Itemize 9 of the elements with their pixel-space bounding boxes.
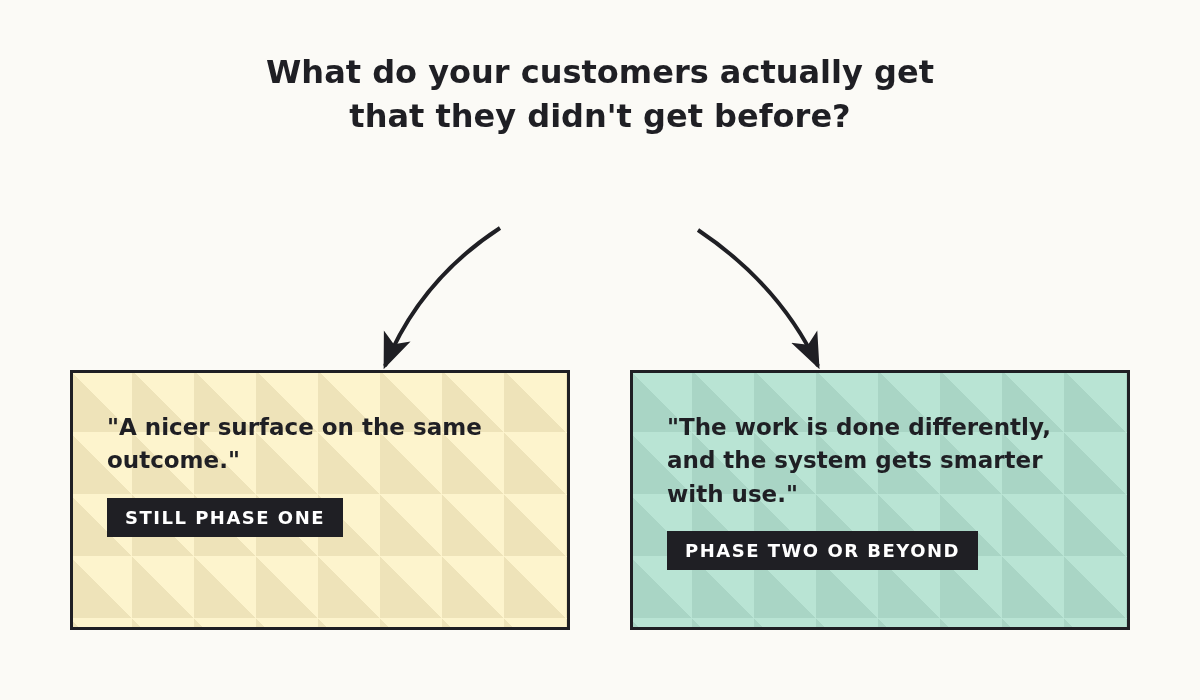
phase-badge: STILL PHASE ONE — [107, 497, 344, 537]
quote-text: "The work is done differently, and the system gets smarter with use." — [667, 413, 1052, 509]
quote-card — [630, 370, 1130, 630]
quote-card — [70, 370, 570, 630]
arrow — [696, 228, 820, 370]
arrow — [383, 226, 502, 370]
phase-badge: PHASE TWO OR BEYOND — [667, 531, 979, 571]
title: What do your customers actually get that they didn't get before? — [265, 52, 935, 138]
quote-text: "A nicer surface on the same outcome." — [107, 413, 483, 476]
